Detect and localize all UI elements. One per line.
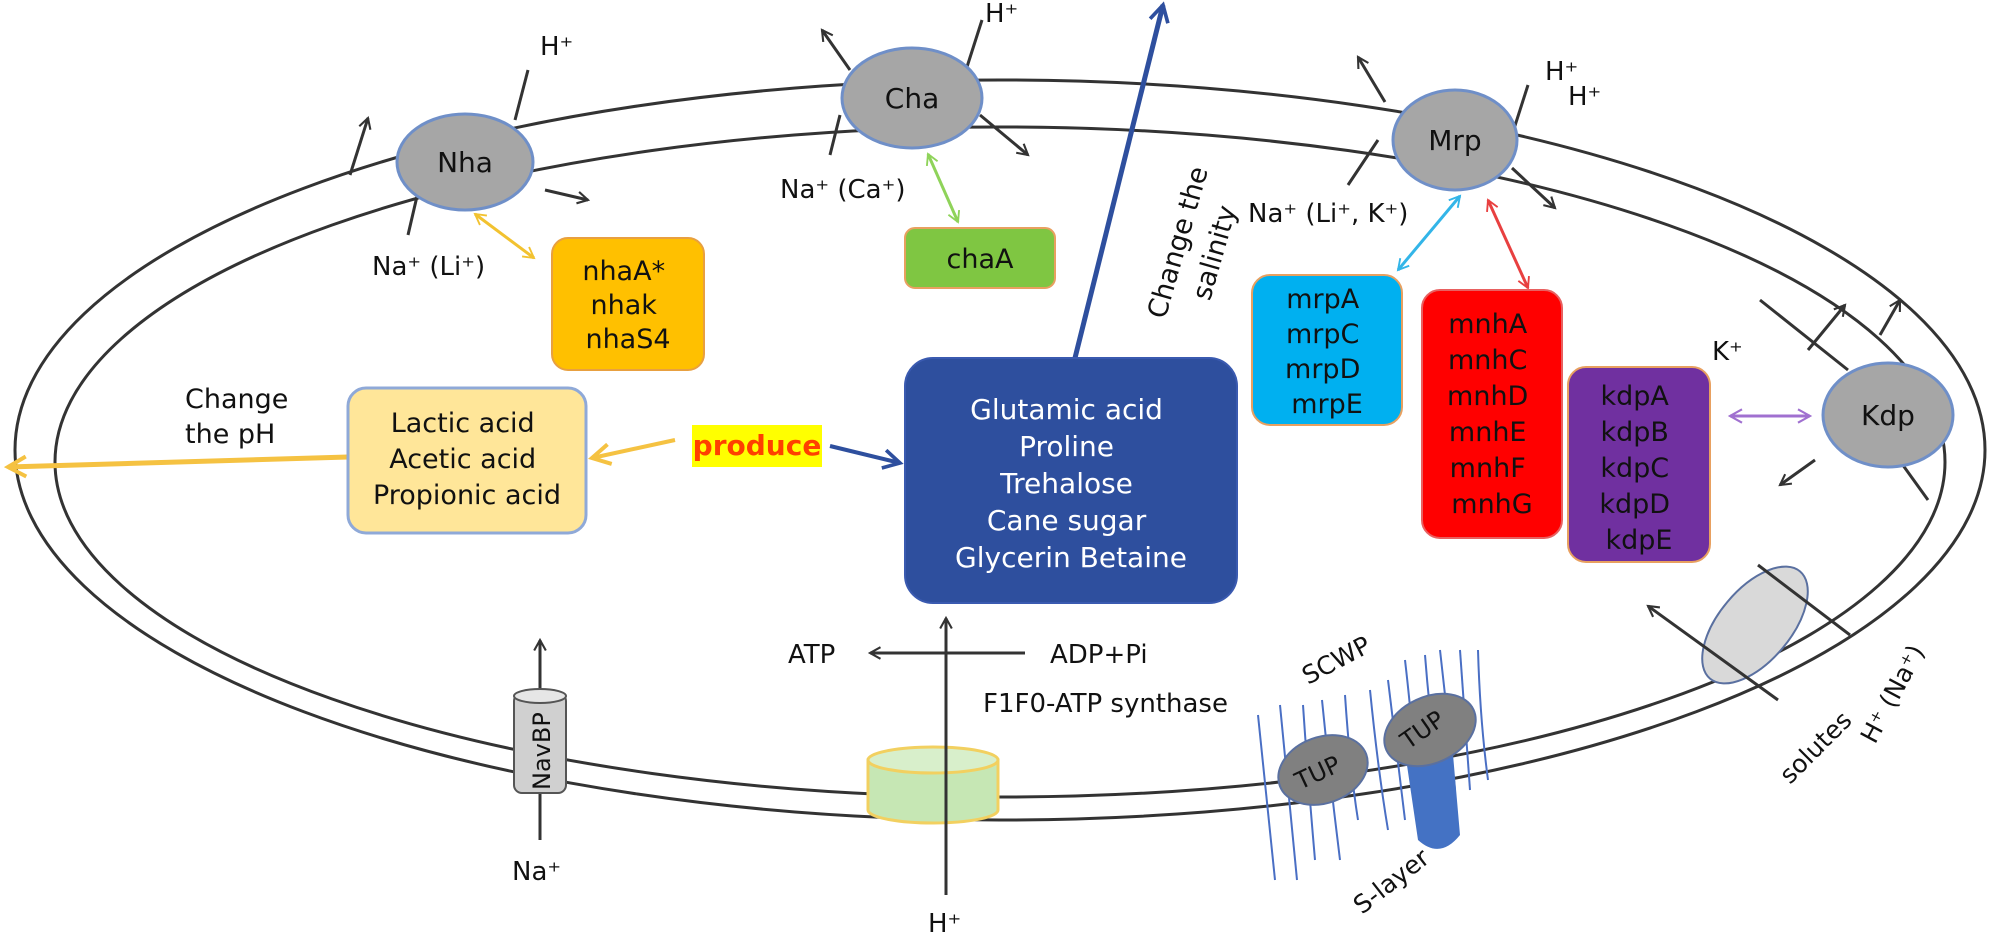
produce-label-group: produce bbox=[692, 425, 822, 467]
osmolytes-box: Glutamic acid Proline Trehalose Cane sug… bbox=[904, 357, 1238, 604]
symporter-ion-label: H⁺ (Na⁺) bbox=[1855, 640, 1931, 748]
atp-label: ATP bbox=[788, 640, 835, 670]
s-layer-label: S-layer bbox=[1348, 842, 1435, 919]
nha-gene-link bbox=[473, 212, 536, 260]
produce-label: produce bbox=[693, 429, 822, 462]
kdp-gene-box: kdpA kdpB kdpC kdpD kdpE bbox=[1567, 366, 1711, 563]
ph-arrow bbox=[8, 454, 349, 467]
salinity-label: Change the salinity bbox=[1142, 155, 1254, 332]
inner-membrane bbox=[53, 125, 1947, 799]
nha-label: Nha bbox=[437, 146, 493, 179]
mnh-gene-link bbox=[1486, 198, 1530, 290]
cha-transporter: Cha H⁺ Na⁺ (Ca⁺) bbox=[780, 0, 1030, 205]
nha-out-ion: H⁺ bbox=[540, 32, 573, 62]
mnh-gene-box: mnhA mnhC mnhD mnhE mnhF mnhG bbox=[1421, 289, 1563, 539]
svg-text:mrpA mrpC mrpD: mrpA mrpC mrpD mrpE bbox=[1285, 284, 1369, 420]
cha-label: Cha bbox=[885, 82, 939, 115]
mrp-transporter: Mrp H⁺ H⁺ Na⁺ (Li⁺, K⁺) bbox=[1248, 55, 1601, 229]
mrp-gene-box: mrpA mrpC mrpD mrpE bbox=[1251, 274, 1403, 426]
solutes-label: solutes bbox=[1774, 706, 1858, 790]
nha-gene-box: nhaA* nhak nhaS4 bbox=[551, 237, 705, 371]
mrp-protein bbox=[1391, 88, 1519, 192]
svg-text:kdpA kdpB kdpC: kdpA kdpB kdpC kdpD kdpE bbox=[1599, 381, 1678, 556]
kdp-ion: K⁺ bbox=[1712, 337, 1743, 367]
navbp-ion: Na⁺ bbox=[512, 857, 561, 887]
svg-text:Lactic acid Acetic acid: Lactic acid Acetic acid Propionic acid bbox=[373, 408, 561, 511]
svg-text:nhaA* nhak nhaS4: nhaA* nhak nhaS4 bbox=[582, 256, 673, 355]
tup-left: TUP bbox=[1277, 734, 1369, 806]
cha-gene-box: chaA bbox=[904, 227, 1056, 289]
atp-synthase-ion: H⁺ bbox=[928, 909, 961, 939]
produce-to-acids-arrow bbox=[592, 438, 676, 458]
nha-transporter: Nha H⁺ Na⁺ (Li⁺) bbox=[348, 32, 591, 282]
atp-synthase-label: F1F0-ATP synthase bbox=[983, 689, 1228, 719]
svg-text:chaA: chaA bbox=[947, 244, 1015, 275]
atp-synthase: ATP ADP+Pi F1F0-ATP synthase H⁺ bbox=[788, 615, 1228, 939]
kdp-transporter: Kdp K⁺ bbox=[1712, 298, 1955, 501]
mrp-out-ion-2: H⁺ bbox=[1568, 82, 1601, 112]
outer-membrane bbox=[13, 78, 1987, 822]
tup-right: TUP bbox=[1383, 692, 1477, 768]
svg-text:mnhA mnhC mnhD: mnhA mnhC mnhD mnhE mnhF mnhG bbox=[1447, 309, 1537, 520]
cha-gene-link bbox=[925, 152, 961, 224]
mrp-in-ion: Na⁺ (Li⁺, K⁺) bbox=[1248, 199, 1408, 229]
nha-in-ion: Na⁺ (Li⁺) bbox=[372, 252, 485, 282]
kdp-label: Kdp bbox=[1861, 399, 1915, 432]
cha-out-ion: H⁺ bbox=[985, 0, 1018, 29]
salinity-arrow bbox=[1072, 5, 1163, 359]
adp-label: ADP+Pi bbox=[1050, 640, 1148, 670]
mrp-out-ion-1: H⁺ bbox=[1545, 57, 1578, 87]
kdp-protein bbox=[1821, 361, 1955, 469]
nha-protein bbox=[395, 112, 535, 212]
navbp-label: NavBP bbox=[528, 712, 556, 790]
navbp-channel: NavBP Na⁺ bbox=[512, 637, 567, 887]
solute-symporter: solutes H⁺ (Na⁺) bbox=[1646, 563, 1931, 790]
ph-label: Change the pH bbox=[185, 384, 297, 450]
mrp-gene-link bbox=[1396, 194, 1462, 272]
svg-text:Glutamic acid Proline: Glutamic acid Proline Trehalose Cane sug… bbox=[955, 393, 1187, 574]
mrp-label: Mrp bbox=[1428, 124, 1481, 157]
scwp-label: SCWP bbox=[1297, 630, 1375, 690]
cha-in-ion: Na⁺ (Ca⁺) bbox=[780, 175, 905, 205]
produce-to-osmolytes-arrow bbox=[829, 444, 900, 463]
acids-box: Lactic acid Acetic acid Propionic acid bbox=[346, 386, 588, 535]
cha-protein bbox=[840, 46, 984, 150]
